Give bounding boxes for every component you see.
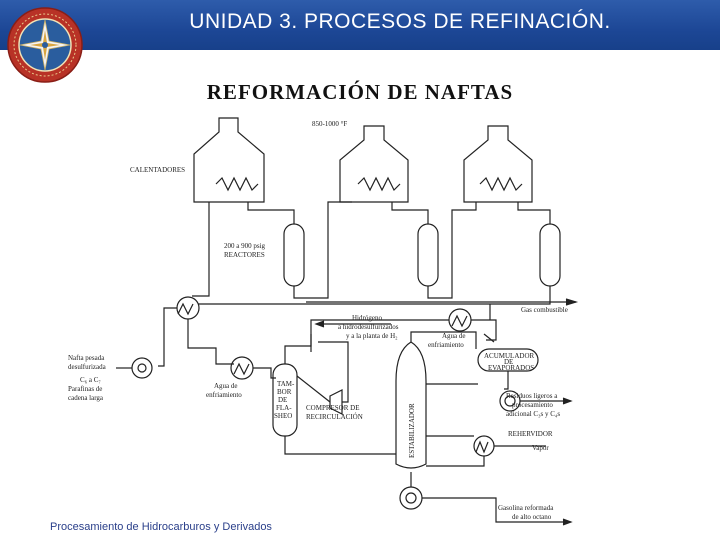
product-pump [399, 486, 423, 510]
hydrogen-label-2: a hidrodesulfurizados [338, 323, 399, 331]
flash-drum-label-4: FLA- [276, 404, 292, 412]
paraffins-label-2: cadena larga [68, 394, 104, 402]
accumulator-label-1: ACUMULADOR [484, 352, 535, 360]
fuel-gas-label: Gas combustible [521, 306, 568, 314]
accumulator-label-3: EVAPORADOS [488, 364, 534, 372]
steam-label: Vapor [532, 444, 549, 452]
compressor-label-1: COMPRESOR DE [306, 404, 359, 412]
cooling-water-1-label-2: enfriamiento [428, 341, 464, 349]
gasoline-label-2: de alto octano [512, 513, 552, 521]
paraffins-label-1: Parafinas de [68, 385, 102, 393]
light-residue-label-1: Residuos ligeros a [506, 392, 558, 400]
reactor-2 [417, 223, 439, 287]
header-banner: UNIDAD 3. PROCESOS DE REFINACIÓN. [0, 0, 720, 50]
cooling-water-1-label-1: Agua de [442, 332, 466, 340]
naphtha-feed-label-1: Nafta pesada [68, 354, 105, 362]
cooler-1 [448, 308, 472, 332]
flash-drum-label-3: DE [278, 396, 287, 404]
compressor-label-2: RECIRCULACIÓN [306, 413, 363, 421]
recycle-compressor [329, 389, 343, 415]
hydrogen-label-3: y a la planta de H₂ [346, 332, 398, 340]
footer-text: Procesamiento de Hidrocarburos y Derivad… [50, 521, 272, 533]
c6-c7-label: C₆ a C₇ [80, 376, 101, 384]
hydrogen-label-1: Hidrógeno [352, 314, 382, 322]
heater-2 [339, 125, 409, 203]
reactors-label: REACTORES [224, 251, 265, 259]
feed-effluent-exchanger [176, 296, 200, 320]
reactor-3 [539, 223, 561, 287]
cooling-water-2-label-2: enfriamiento [206, 391, 242, 399]
cooling-water-2-label-1: Agua de [214, 382, 238, 390]
stabilizer-column: ESTABILIZADOR [395, 341, 427, 469]
feed-pump [131, 357, 153, 379]
flash-drum-label-5: SHEO [274, 412, 292, 420]
naphtha-reforming-process-diagram: Gas combustible ESTABILIZADOR [66, 106, 648, 530]
light-residue-label-2: procesamiento [512, 401, 553, 409]
pressure-label: 200 a 900 psig [224, 242, 266, 250]
temperature-label: 850-1000 °F [312, 120, 347, 128]
reboiler-exchanger [473, 435, 495, 457]
flash-drum-label-2: BOR [277, 388, 292, 396]
reboiler-label: REHERVIDOR [508, 430, 553, 438]
stabilizer-label: ESTABILIZADOR [408, 403, 416, 458]
gasoline-label-1: Gasolina reformada [498, 504, 554, 512]
naphtha-feed-label-2: desulfurizada [68, 363, 107, 371]
light-residue-label-3: adicional C₃s y C₄s [506, 410, 560, 418]
heater-1 [193, 117, 265, 203]
diagram-title: REFORMACIÓN DE NAFTAS [206, 80, 514, 104]
reactor-1 [283, 223, 305, 287]
heaters-label: CALENTADORES [130, 166, 185, 174]
cooler-2 [230, 356, 254, 380]
accumulator-label-2: DE [504, 358, 513, 366]
university-seal-logo [7, 7, 83, 83]
slide-header-title: UNIDAD 3. PROCESOS DE REFINACIÓN. [189, 10, 611, 33]
flash-drum-label-1: TAM- [277, 380, 295, 388]
heater-3 [463, 125, 533, 203]
